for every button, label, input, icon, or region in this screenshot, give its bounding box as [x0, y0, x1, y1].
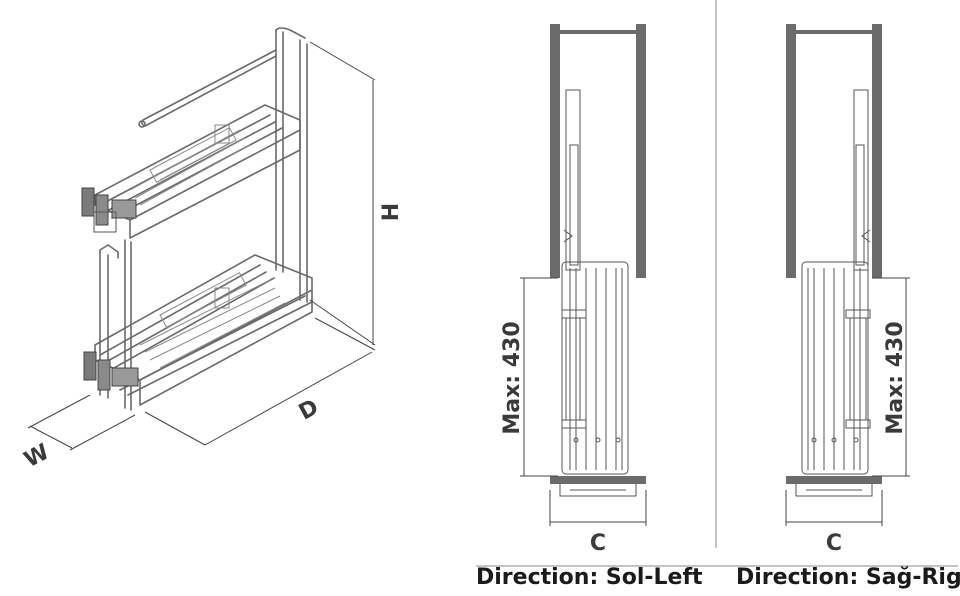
upper-front-hardware [81, 187, 137, 233]
dim-d-label: D [295, 395, 323, 426]
left-basket-body [561, 261, 629, 475]
depth-dimension: D [144, 317, 376, 446]
left-front-view: Max: 430 C [500, 24, 647, 556]
right-c-label: C [826, 531, 842, 556]
dim-h-label: H [379, 203, 404, 221]
dim-w-label: W [20, 440, 53, 473]
right-direction-label: Direction: Sağ-Right [736, 565, 960, 590]
right-front-view: Max: 430 C [785, 24, 910, 556]
left-direction-label: Direction: Sol-Left [476, 565, 703, 590]
lower-front-hardware [83, 351, 139, 391]
right-max-label: Max: 430 [883, 321, 908, 434]
height-dimension: H [309, 41, 404, 346]
right-basket-body [801, 261, 871, 475]
left-max-label: Max: 430 [500, 321, 525, 434]
left-c-label: C [590, 531, 606, 556]
upper-basket [94, 104, 301, 239]
width-dimension: W [20, 394, 136, 473]
isometric-basket-drawing: H D W [20, 27, 404, 473]
